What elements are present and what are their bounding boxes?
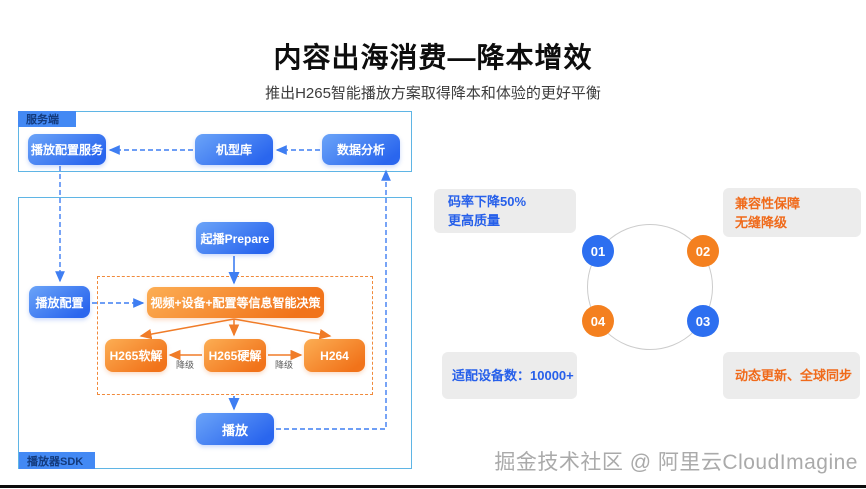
downgrade-label-right: 降级 [275,360,294,370]
bottom-divider [0,485,866,488]
benefit-card-line: 无缝降级 [735,214,788,230]
benefit-card-line: 动态更新、全球同步 [735,368,853,383]
node-h265-hard-decode: H265硬解 [204,339,266,372]
benefit-card-line: 码率下降50% [448,194,527,209]
page-subtitle: 推出H265智能播放方案取得降本和体验的更好平衡 [265,85,601,102]
node-h265-soft-decode: H265软解 [105,339,167,372]
benefit-card-devices: 适配设备数：10000+ [442,352,577,399]
node-play-config: 播放配置 [29,286,90,318]
benefit-card-line: 更高质量 [448,213,501,228]
badge-04: 04 [582,305,614,337]
downgrade-label-left: 降级 [176,360,195,370]
node-play: 播放 [196,413,274,445]
benefit-card-dynamic-update: 动态更新、全球同步 [723,352,860,399]
page-title: 内容出海消费—降本增效 [273,42,593,73]
benefit-card-compatibility: 兼容性保障 无缝降级 [723,188,861,237]
badge-01: 01 [582,235,614,267]
server-panel-tab: 服务端 [18,111,76,127]
sdk-panel-tab: 播放器SDK [19,452,95,469]
node-data-analysis: 数据分析 [322,134,400,165]
node-prepare: 起播Prepare [196,222,274,254]
benefits-ring [587,224,713,350]
benefit-card-line: 兼容性保障 [735,195,801,211]
node-h264: H264 [304,339,365,372]
badge-03: 03 [687,305,719,337]
node-smart-decision: 视频+设备+配置等信息智能决策 [147,287,324,318]
benefit-card-bitrate: 码率下降50% 更高质量 [434,189,576,233]
watermark: 掘金技术社区 @ 阿里云CloudImagine [494,451,858,474]
node-play-config-service: 播放配置服务 [28,134,106,165]
badge-02: 02 [687,235,719,267]
node-model-library: 机型库 [195,134,273,165]
benefit-card-line: 适配设备数：10000+ [452,368,574,383]
